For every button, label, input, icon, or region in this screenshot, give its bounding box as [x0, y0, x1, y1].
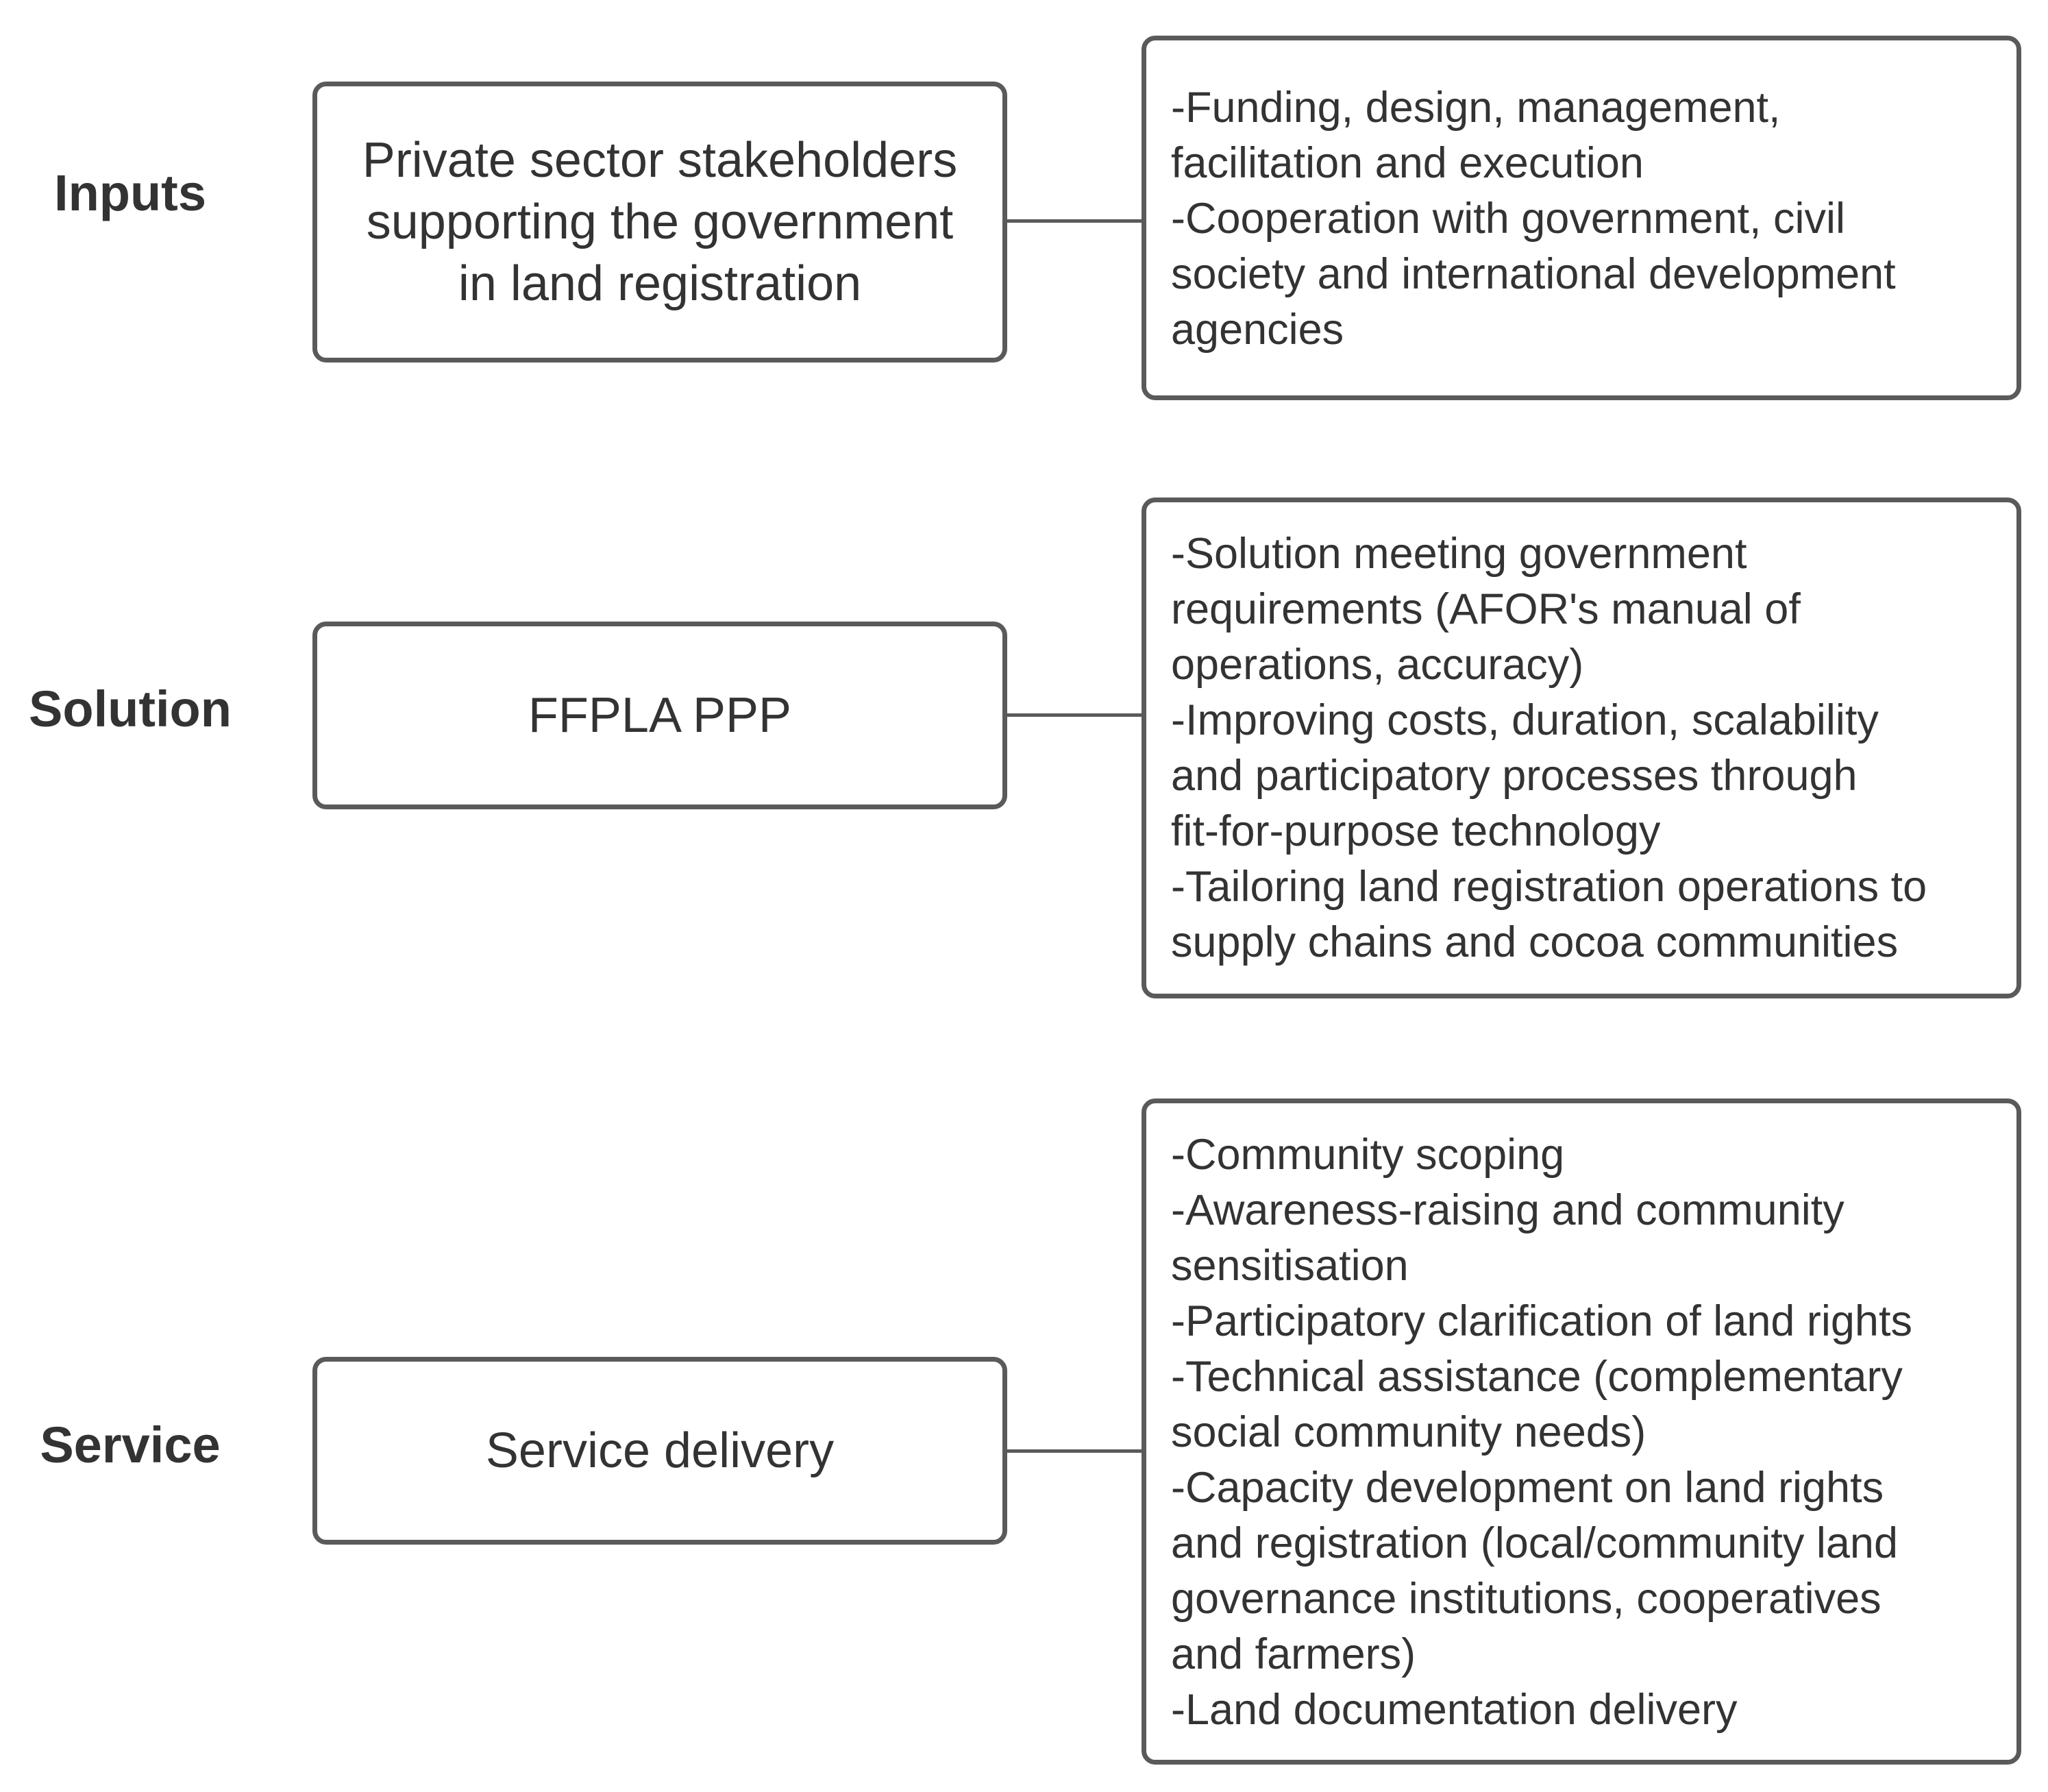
solution-connector [1007, 713, 1143, 717]
service-detail-line: and farmers) [1171, 1630, 1416, 1678]
inputs-box-line: Private sector stakeholders [362, 133, 958, 188]
solution-detail-line: fit-for-purpose technology [1171, 807, 1661, 855]
service-detail-line: -Land documentation delivery [1171, 1686, 1738, 1734]
solution-box-text: FFPLA PPP [501, 685, 819, 746]
inputs-details-box: -Funding, design, management, facilitati… [1142, 36, 2021, 400]
solution-box: FFPLA PPP [312, 622, 1007, 809]
solution-detail-line: -Tailoring land registration operations … [1171, 863, 1927, 911]
solution-details-box: -Solution meeting government requirement… [1142, 498, 2021, 998]
service-detail-line: -Technical assistance (complementary [1171, 1353, 1903, 1401]
service-details-box: -Community scoping -Awareness-raising an… [1142, 1098, 2021, 1765]
service-detail-line: sensitisation [1171, 1242, 1409, 1290]
solution-detail-line: -Solution meeting government [1171, 530, 1747, 578]
row-label-service: Service [40, 1416, 221, 1473]
solution-detail-line: -Improving costs, duration, scalability [1171, 696, 1879, 744]
service-detail-line: and registration (local/community land [1171, 1519, 1899, 1567]
inputs-detail-line: agencies [1171, 306, 1344, 354]
inputs-connector [1007, 219, 1143, 223]
inputs-detail-line: society and international development [1171, 250, 1896, 298]
solution-box-line: FFPLA PPP [528, 688, 792, 743]
service-detail-line: -Capacity development on land rights [1171, 1464, 1884, 1512]
row-label-solution: Solution [29, 680, 232, 737]
service-box: Service delivery [312, 1357, 1007, 1545]
inputs-detail-line: -Cooperation with government, civil [1171, 195, 1845, 243]
inputs-box-line: in land registration [458, 256, 862, 311]
service-box-text: Service delivery [458, 1420, 861, 1482]
inputs-box-line: supporting the government [366, 195, 954, 249]
inputs-box-text: Private sector stakeholders supporting t… [335, 130, 985, 315]
service-connector [1007, 1449, 1143, 1453]
inputs-detail-line: -Funding, design, management, [1171, 84, 1781, 132]
service-detail-line: governance institutions, cooperatives [1171, 1575, 1882, 1623]
service-detail-line: -Awareness-raising and community [1171, 1186, 1845, 1234]
inputs-detail-line: facilitation and execution [1171, 139, 1644, 187]
solution-detail-line: requirements (AFOR's manual of [1171, 585, 1801, 633]
service-detail-line: -Participatory clarification of land rig… [1171, 1297, 1912, 1345]
solution-detail-line: and participatory processes through [1171, 752, 1858, 800]
service-detail-line: -Community scoping [1171, 1131, 1565, 1179]
service-detail-line: social community needs) [1171, 1408, 1646, 1456]
solution-detail-line: supply chains and cocoa communities [1171, 918, 1899, 966]
service-box-line: Service delivery [485, 1423, 835, 1478]
inputs-box: Private sector stakeholders supporting t… [312, 82, 1007, 363]
solution-detail-line: operations, accuracy) [1171, 641, 1584, 689]
row-label-inputs: Inputs [54, 164, 206, 221]
